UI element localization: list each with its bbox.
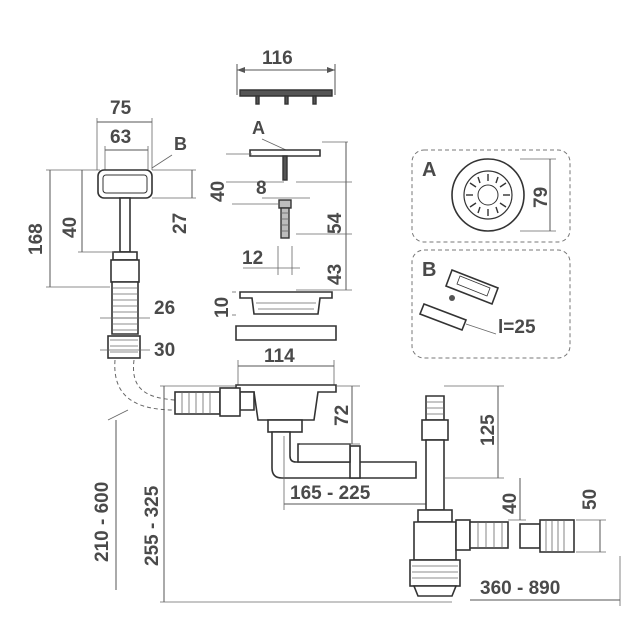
drain-body-group: 114 72 165 - 225 [174,346,433,510]
dim-screw-width: 12 [242,248,263,269]
dim-overflow-height: 168 [26,223,47,255]
label-part-a: A [252,118,265,138]
label-part-b: B [174,134,187,154]
dim-drain-width: 114 [264,346,295,367]
dim-hose-length: 210 - 600 [92,482,113,562]
dim-side-outlet: 40 [500,493,521,514]
dim-trap-height: 125 [478,414,499,446]
stopper-plate-group: 116 [236,48,336,105]
dim-overflow-outer: 75 [110,98,132,119]
dim-horizontal-span: 165 - 225 [290,483,371,504]
overflow-group: 75 63 B 168 40 27 [26,98,196,361]
dim-top-width: 116 [262,48,293,69]
dim-connector: 50 [580,489,601,510]
inset-b-dim: l=25 [498,317,536,338]
dim-outlet-depth: 72 [332,405,353,426]
dim-plug-height: 40 [208,181,229,202]
pin-dims-group: 54 43 [296,142,352,291]
dim-overflow-head-depth: 27 [170,213,191,234]
inset-b-label: B [422,259,436,281]
dim-total-length: 360 - 890 [480,578,560,599]
inset-b-group: B l=25 [411,249,571,359]
inset-a-dim: 79 [531,187,552,208]
dim-hose-diameter: 26 [154,298,175,319]
dim-screw-length: 43 [325,264,346,285]
left-dims-group: 210 - 600 255 - 325 [92,385,452,603]
plug-a-group: A 40 8 [208,118,348,202]
strainer-group: 10 [212,291,337,341]
overflow-hose-path [114,359,176,411]
dim-overflow-head-height: 40 [60,217,81,238]
trap-group: 125 40 50 360 - 890 [409,385,621,606]
dim-stopper-pin: 8 [256,178,267,199]
inset-a-label: A [422,159,436,181]
dim-pin-length: 54 [325,212,346,234]
dim-total-height: 255 - 325 [142,485,163,566]
dim-overflow-inner: 63 [110,127,131,148]
inset-a-group: A 79 [411,149,571,243]
dim-hose-end: 30 [154,340,175,361]
screw-group: 12 [232,199,300,275]
dim-strainer-height: 10 [212,297,233,318]
